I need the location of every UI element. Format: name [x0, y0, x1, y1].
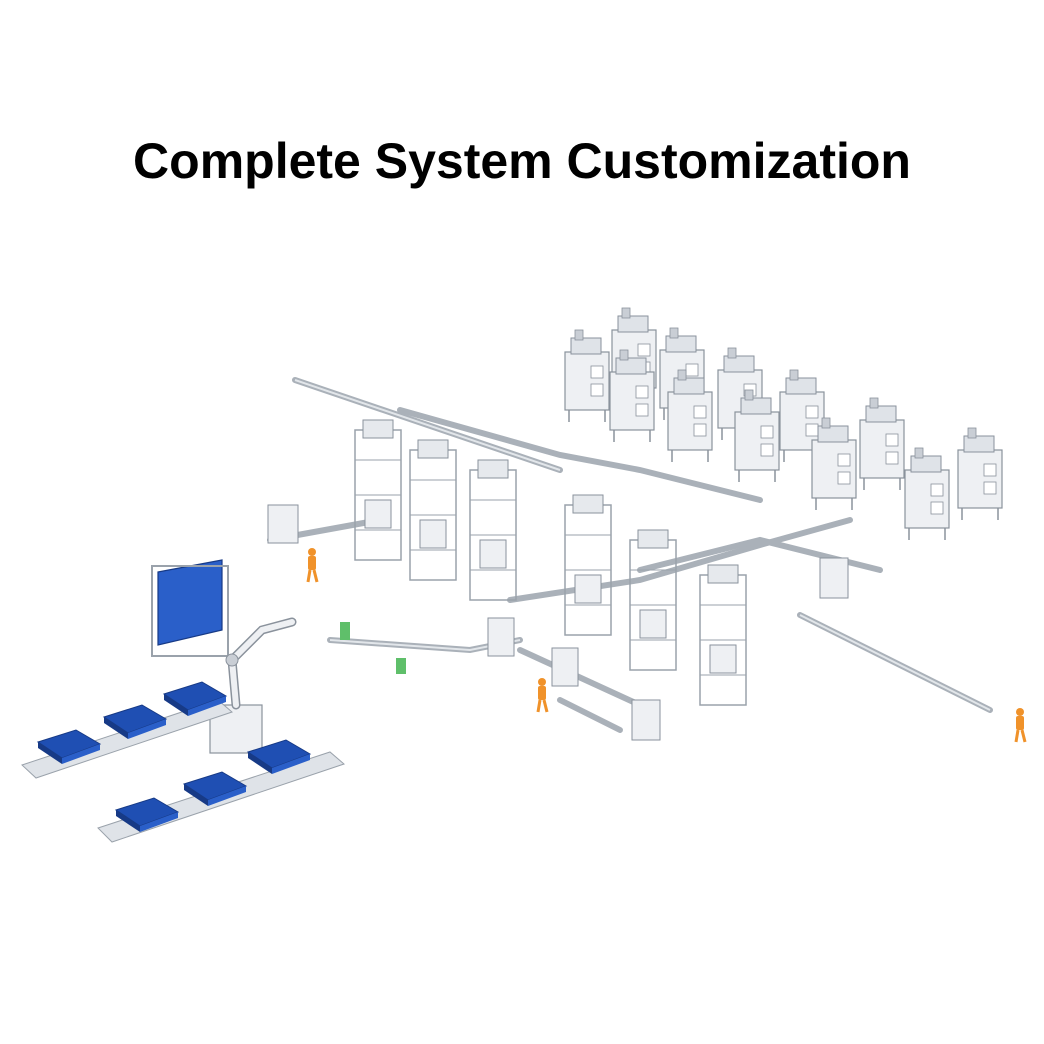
robot-arm-icon — [209, 617, 297, 754]
bag-cage — [151, 559, 229, 657]
pallet-icon — [37, 681, 311, 833]
headline: Complete System Customization — [133, 133, 911, 189]
packaging-machine-icon — [564, 307, 1003, 541]
